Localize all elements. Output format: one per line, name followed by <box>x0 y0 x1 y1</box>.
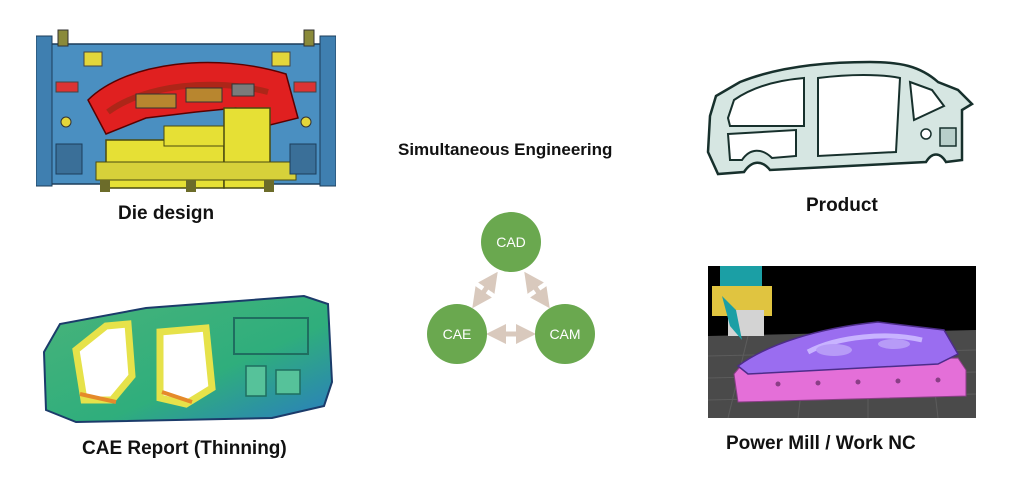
cae-node-label: CAE <box>443 326 472 342</box>
cad-node <box>481 212 541 272</box>
cad-cae-arrow <box>472 271 498 309</box>
power-mill-image <box>708 266 976 418</box>
product-image <box>700 56 980 186</box>
die-design-image <box>36 22 336 197</box>
cae-report-label: CAE Report (Thinning) <box>82 438 287 459</box>
cae-node <box>427 304 487 364</box>
cad-node-label: CAD <box>496 234 526 250</box>
cam-node <box>535 304 595 364</box>
product-label: Product <box>806 195 878 216</box>
die-design-label: Die design <box>118 203 215 224</box>
power-mill-label: Power Mill / Work NC <box>726 433 916 454</box>
cycle-diagram: CAD CAE CAM <box>416 210 606 370</box>
cae-report-image <box>36 290 336 430</box>
diagram-title: Simultaneous Engineering <box>398 140 613 159</box>
cam-node-label: CAM <box>549 326 580 342</box>
cad-cam-arrow <box>524 271 550 309</box>
